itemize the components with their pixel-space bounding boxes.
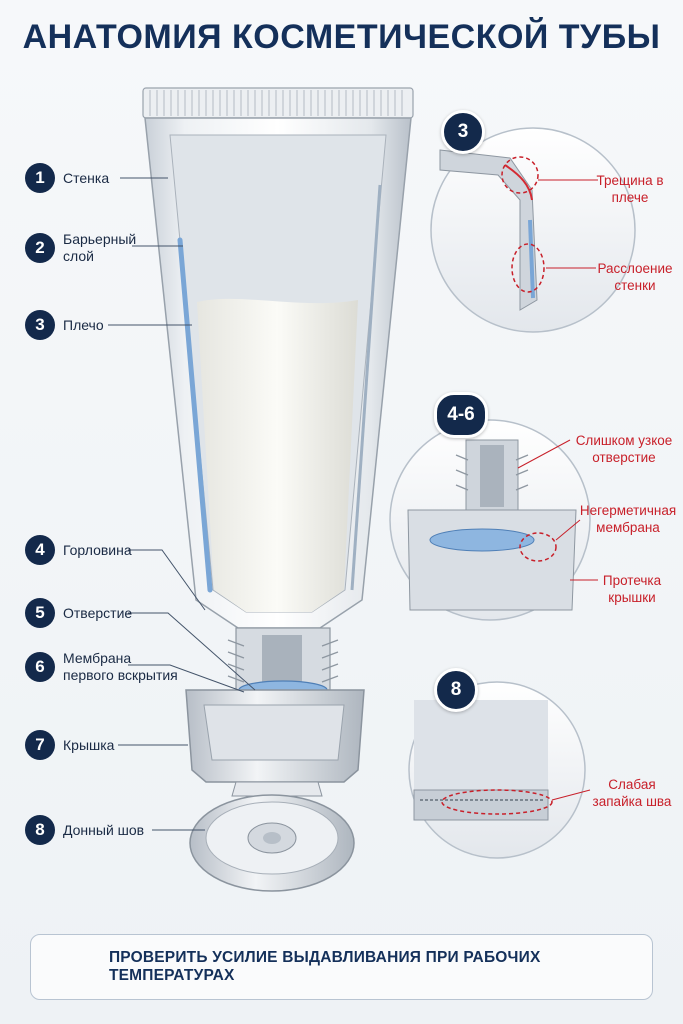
defect-label: Слабая запайка шва bbox=[592, 777, 672, 809]
defect-label: Трещина в плече bbox=[596, 173, 664, 205]
tube-neck bbox=[227, 627, 339, 700]
part-row-7: 7 Крышка bbox=[25, 730, 114, 760]
tube-crimp-top bbox=[142, 87, 414, 119]
part-row-4: 4 Горловина bbox=[25, 535, 132, 565]
part-label: Барьерный слой bbox=[63, 231, 137, 264]
cream-fill bbox=[197, 298, 358, 612]
part-row-2: 2 Барьерный слой bbox=[25, 231, 137, 265]
part-label: Крышка bbox=[63, 736, 115, 753]
part-badge: 3 bbox=[25, 310, 55, 340]
defect-label: Негерметичная мембрана bbox=[579, 503, 677, 535]
defect-label: Расслоение стенки bbox=[597, 261, 673, 293]
part-label: Донный шов bbox=[63, 821, 145, 838]
barrier-layer bbox=[177, 237, 213, 593]
detail-badge-seam: 8 bbox=[434, 668, 478, 712]
part-badge: 6 bbox=[25, 652, 55, 682]
part-badge: 7 bbox=[25, 730, 55, 760]
part-row-6: 6 Мембрана первого вскрытия bbox=[25, 650, 183, 684]
part-badge: 8 bbox=[25, 815, 55, 845]
cap-lid bbox=[189, 781, 355, 892]
part-label: Мембрана первого вскрытия bbox=[63, 650, 178, 683]
detail-panel-neck bbox=[389, 419, 598, 621]
part-row-5: 5 Отверстие bbox=[25, 598, 132, 628]
footer-text: ПРОВЕРИТЬ УСИЛИЕ ВЫДАВЛИВАНИЯ ПРИ РАБОЧИ… bbox=[108, 949, 541, 984]
detail-badge-shoulder: 3 bbox=[441, 110, 485, 154]
part-badge: 4 bbox=[25, 535, 55, 565]
part-badge: 5 bbox=[25, 598, 55, 628]
part-label: Плечо bbox=[63, 316, 104, 333]
page-title: АНАТОМИЯ КОСМЕТИЧЕСКОЙ ТУБЫ bbox=[22, 18, 661, 56]
detail-panel-shoulder bbox=[430, 127, 636, 333]
detail-badge-neck: 4-6 bbox=[434, 392, 488, 438]
part-row-1: 1 Стенка bbox=[25, 163, 109, 193]
part-badge: 2 bbox=[25, 233, 55, 263]
part-label: Стенка bbox=[63, 169, 110, 186]
detail-panel-seam bbox=[408, 681, 591, 859]
defect-label: Протечка крышки bbox=[602, 573, 662, 605]
part-row-8: 8 Донный шов bbox=[25, 815, 144, 845]
part-label: Горловина bbox=[63, 541, 132, 558]
defect-label: Слишком узкое отверстие bbox=[575, 433, 673, 465]
footer-note: ПРОВЕРИТЬ УСИЛИЕ ВЫДАВЛИВАНИЯ ПРИ РАБОЧИ… bbox=[30, 934, 653, 1000]
leader-lines bbox=[108, 177, 256, 831]
part-label: Отверстие bbox=[63, 604, 133, 621]
part-row-3: 3 Плечо bbox=[25, 310, 104, 340]
part-badge: 1 bbox=[25, 163, 55, 193]
